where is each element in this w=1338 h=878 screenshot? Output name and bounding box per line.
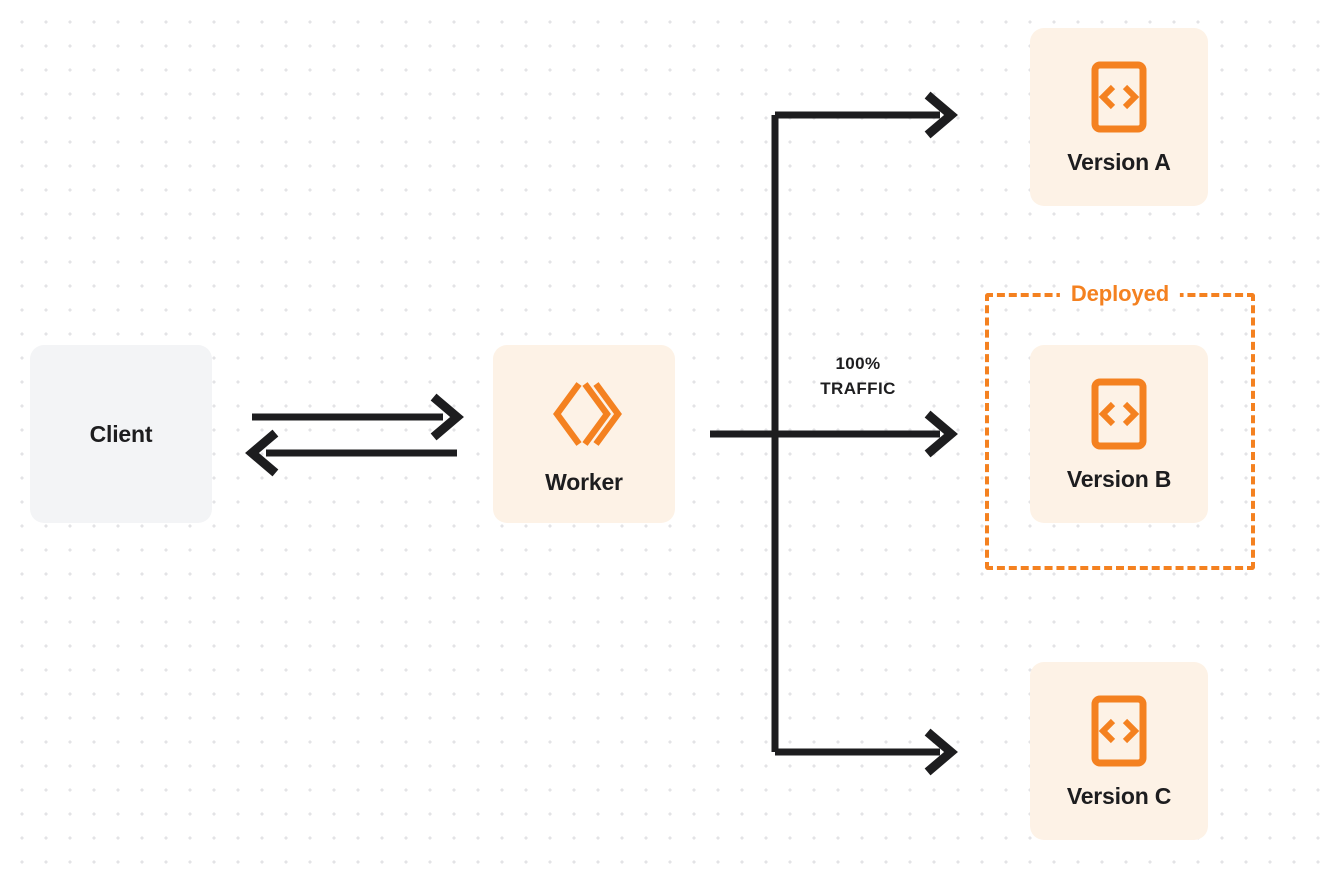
traffic-caption: TRAFFIC [820,378,896,398]
node-worker-label: Worker [545,468,623,495]
traffic-label: 100% TRAFFIC [820,352,896,401]
node-worker[interactable]: Worker [493,345,675,523]
node-version-c[interactable]: Version C [1030,662,1208,840]
node-version-a-label: Version A [1067,148,1171,175]
edge-worker-to-version-b [710,410,958,458]
deployed-group-label: Deployed [1059,283,1181,305]
code-file-icon [1091,695,1147,767]
code-file-icon [1091,378,1147,450]
cloudflare-workers-icon [545,375,623,453]
traffic-percent: 100% [835,354,881,373]
edge-worker-to-client [245,429,457,477]
node-version-c-label: Version C [1066,782,1172,809]
edge-worker-to-version-a [775,91,958,139]
node-version-b[interactable]: Version B [1030,345,1208,523]
node-version-b-label: Version B [1066,465,1172,492]
node-client-label: Client [89,420,153,447]
edge-worker-to-version-c [775,728,958,776]
edge-client-to-worker [252,393,464,441]
node-version-a[interactable]: Version A [1030,28,1208,206]
node-client[interactable]: Client [30,345,212,523]
code-file-icon [1091,61,1147,133]
